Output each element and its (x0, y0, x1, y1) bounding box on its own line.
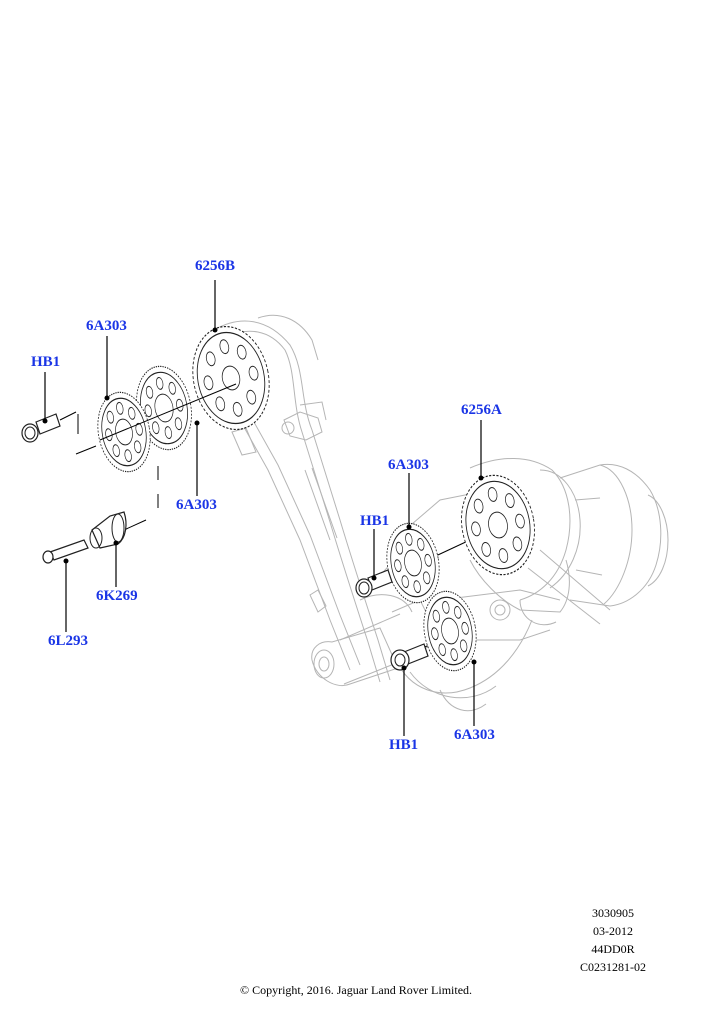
leader-lines (42, 280, 484, 736)
illustration-date: 03-2012 (593, 924, 633, 938)
bolt-HB1-bottom (390, 643, 429, 671)
gear-6A303-middle (386, 522, 440, 604)
callout-6L293[interactable]: 6L293 (48, 633, 89, 649)
model-code: 44DD0R (591, 942, 635, 956)
bushing-6K269 (89, 511, 127, 549)
callout-6A303-right[interactable]: 6A303 (388, 457, 429, 473)
callout-6A303-middle-left[interactable]: 6A303 (176, 497, 217, 513)
bolt-HB1-middle (355, 569, 393, 598)
callout-6A303-bottom[interactable]: 6A303 (454, 727, 495, 743)
engine-block-outline (213, 314, 669, 712)
gear-6A303-rear (136, 365, 192, 451)
callout-6K269[interactable]: 6K269 (96, 588, 138, 604)
callout-HB1-left[interactable]: HB1 (31, 354, 61, 370)
gear-6A303-bottom (423, 590, 477, 672)
illustration-number: 3030905 (592, 906, 634, 920)
pin-6L293 (42, 539, 89, 564)
callout-HB1-bottom[interactable]: HB1 (389, 737, 419, 753)
gear-6A303-front (97, 391, 151, 473)
callout-HB1-middle[interactable]: HB1 (360, 513, 390, 529)
copyright-notice: © Copyright, 2016. Jaguar Land Rover Lim… (239, 983, 473, 997)
callout-6A303-top[interactable]: 6A303 (86, 318, 127, 334)
bolt-HB1-left (21, 413, 61, 443)
catalog-reference: C0231281-02 (580, 960, 646, 974)
sprocket-6256B (192, 325, 270, 431)
sprocket-6256A (461, 474, 535, 576)
callout-6256A[interactable]: 6256A (461, 402, 502, 418)
callout-6256B[interactable]: 6256B (195, 258, 236, 274)
